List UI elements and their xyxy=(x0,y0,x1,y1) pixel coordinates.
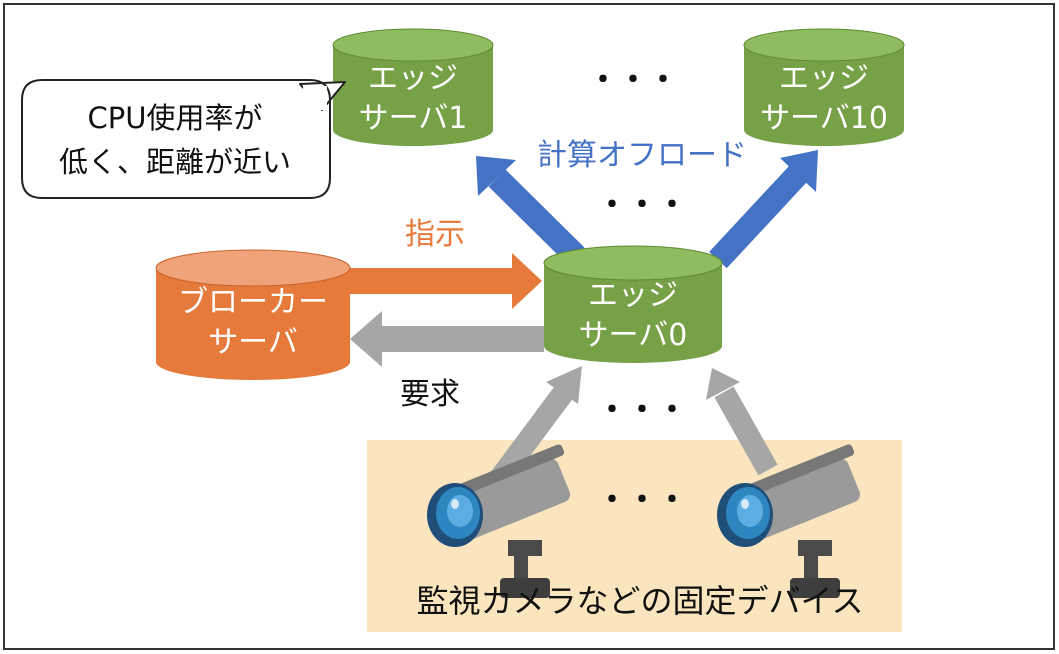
request-arrow xyxy=(350,311,544,367)
edge1-label-line1: エッジ xyxy=(368,61,458,96)
edge10-label-line1: エッジ xyxy=(779,61,869,96)
ellipsis-lower: ・・・ xyxy=(597,393,687,428)
callout-line2: 低く、距離が近い xyxy=(59,145,291,179)
callout-bubble xyxy=(21,79,346,199)
offload-arrow-left xyxy=(476,156,585,265)
edge0-label-line2: サーバ0 xyxy=(579,318,688,353)
edge-server-1 xyxy=(332,28,494,146)
edge10-label-line2: サーバ10 xyxy=(760,101,888,136)
edge-server-0 xyxy=(543,245,723,363)
camera-right-icon xyxy=(717,444,861,598)
ellipsis-cameras: ・・・ xyxy=(597,483,687,518)
callout-line1: CPU使用率が xyxy=(88,101,263,135)
offload-label: 計算オフロード xyxy=(537,138,747,173)
edge-server-10 xyxy=(743,28,905,146)
offload-arrow-right xyxy=(709,150,818,269)
instruct-arrow xyxy=(348,253,542,309)
edge1-label-line2: サーバ1 xyxy=(359,101,468,136)
callout-tail-mask xyxy=(303,86,327,110)
outer-frame xyxy=(3,3,1055,650)
ellipsis-top: ・・・ xyxy=(588,63,678,98)
broker-label-line2: サーバ xyxy=(208,325,298,360)
ellipsis-middle: ・・・ xyxy=(597,188,687,223)
edge0-label-line1: エッジ xyxy=(588,278,678,313)
instruct-label: 指示 xyxy=(405,217,465,252)
camera-arrow-right xyxy=(706,368,778,476)
broker-server xyxy=(155,249,351,380)
broker-label-line1: ブローカー xyxy=(178,285,328,320)
devices-label: 監視カメラなどの固定デバイス xyxy=(416,582,863,620)
request-label: 要求 xyxy=(400,377,460,412)
camera-left-icon xyxy=(427,444,571,598)
camera-arrow-left xyxy=(491,366,582,485)
